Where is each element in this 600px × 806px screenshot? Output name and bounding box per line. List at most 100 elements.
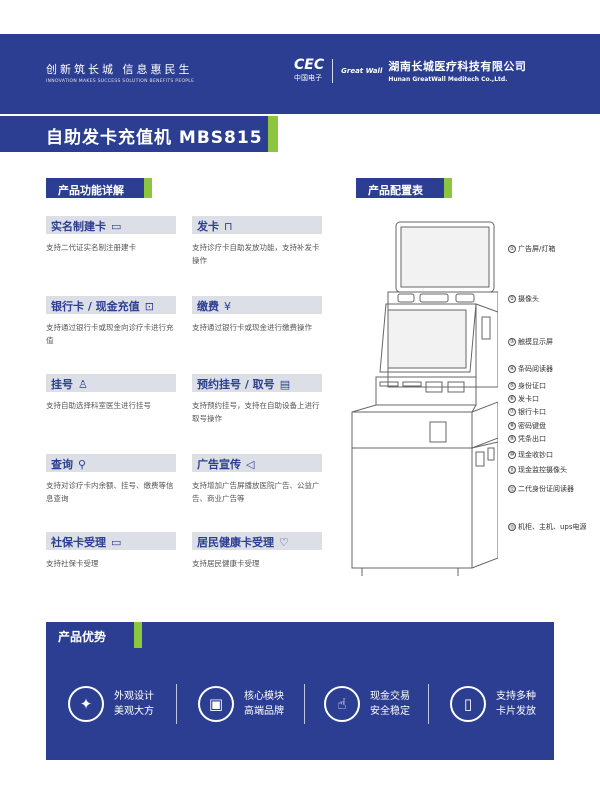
camera-panel [397,293,415,303]
callout-label: 二代身份证阅读器 [518,485,574,493]
receipt-slot [429,421,447,443]
card-dispense-icon: ⊓ [224,219,233,233]
hand-touch-icon: ☝ [324,686,360,722]
advantage-line2: 美观大方 [114,706,154,717]
card-ring-icon: ▯ [450,686,486,722]
card-slot [402,381,422,387]
shelf-side [471,401,498,449]
slogan: 创新筑长城 信息惠民生 INNOVATION MAKES SUCCESS SOL… [46,61,194,84]
heading-accent [134,622,142,648]
callout-label: 密码键盘 [518,422,546,430]
advantages-heading: 产品优势 [46,622,142,648]
touch-screen [387,309,467,369]
title-accent [268,116,278,152]
callout-number: ① [508,245,516,253]
advantage-line2: 卡片发放 [496,706,536,717]
heading-accent [144,178,152,198]
company-name: 湖南长城医疗科技有限公司 Hunan GreatWall Meditech Co… [388,58,526,83]
keypad [447,381,465,393]
document-icon: ▤ [279,377,291,391]
feature-desc: 支持诊疗卡自助发放功能，支持补发卡操作 [192,243,320,265]
touch-screen-frame [379,303,477,373]
callout-label: 现金收钞口 [518,451,553,459]
barcode-reader [481,316,491,340]
feature-title: 实名制建卡 [51,220,106,233]
features-heading-text: 产品功能详解 [58,184,124,197]
config-heading: 产品配置表 [356,178,452,198]
advantages-heading-text: 产品优势 [58,630,107,644]
payment-icon: ¥ [224,299,231,313]
kiosk-illustration [351,221,498,576]
product-title: 自助发卡充值机 MBS815 [46,128,263,148]
advantage-cards: ▯ 支持多种卡片发放 [450,686,536,722]
advantages-panel: 产品优势 ✦ 外观设计美观大方 ▣ 核心模块高端品牌 ☝ 现金交易安全稳定 ▯ … [46,622,554,760]
feature-desc: 支持通过银行卡或现金进行缴费操作 [192,323,312,332]
callout-number: ③ [508,338,516,346]
feature-title: 挂号 [51,378,73,391]
callout-label: 现金监控摄像头 [518,466,567,474]
feature-title: 居民健康卡受理 [197,536,274,549]
feature-desc: 支持居民健康卡受理 [192,559,260,568]
chip-icon: ▣ [198,686,234,722]
header-banner: 创新筑长城 信息惠民生 INNOVATION MAKES SUCCESS SOL… [0,34,600,114]
feature-payment: 缴费¥ 支持通过银行卡或现金进行缴费操作 [192,296,322,334]
shelf-top [351,404,477,413]
cec-logo: CEC 中国电子 [294,58,324,83]
cabinet [351,447,473,569]
callout-label: 银行卡口 [518,408,546,416]
callout-label: 机柜、主机、ups电源 [518,523,587,531]
feature-title: 发卡 [197,220,219,233]
person-icon: ♙ [78,377,88,391]
callout-label: 身份证口 [518,382,546,390]
company-name-cn: 湖南长城医疗科技有限公司 [388,60,527,73]
feature-desc: 支持通过银行卡或现金向诊疗卡进行充值 [46,323,174,345]
callout-number: ⑨ [508,435,516,443]
cash-slot [475,451,485,467]
feature-card-issue: 发卡 ⊓ 支持诊疗卡自助发放功能，支持补发卡操作 [192,216,322,267]
divider [176,684,177,724]
company-name-en: Hunan GreatWall Meditech Co.,Ltd. [388,76,508,83]
advantage-core-module: ▣ 核心模块高端品牌 [198,686,284,722]
callout-label: 广告屏/灯箱 [518,245,556,253]
id-card-icon: ▭ [111,219,122,233]
logo-divider [332,58,334,83]
brand-logos: CEC 中国电子 Great Wall 湖南长城医疗科技有限公司 Hunan G… [294,58,526,83]
advantage-line1: 现金交易 [370,691,410,702]
feature-appointment: 预约挂号 / 取号▤ 支持预约挂号，支持在自助设备上进行取号操作 [192,374,322,425]
heading-accent [444,178,452,198]
features-heading: 产品功能详解 [46,178,152,198]
bank-slot [425,381,443,393]
callout-label: 凭条出口 [518,435,546,443]
greatwall-logo: Great Wall [341,66,383,75]
feature-desc: 支持预约挂号，支持在自助设备上进行取号操作 [192,401,320,423]
callout-label: 触摸显示屏 [518,338,553,346]
product-title-bar: 自助发卡充值机 MBS815 [0,116,278,152]
side-panel [475,303,498,388]
slogan-en: INNOVATION MAKES SUCCESS SOLUTION BENEFI… [46,79,195,84]
feature-desc: 支持对诊疗卡内余额、挂号、缴费等信息查询 [46,481,174,503]
sparkle-icon: ✦ [68,686,104,722]
feature-recharge: 银行卡 / 现金充值⊡ 支持通过银行卡或现金向诊疗卡进行充值 [46,296,176,347]
shelf [351,411,473,449]
social-card-icon: ▭ [111,535,122,549]
advantage-line2: 安全稳定 [370,706,410,717]
feature-query: 查询⚲ 支持对诊疗卡内余额、挂号、缴费等信息查询 [46,454,176,505]
advantage-line1: 核心模块 [244,691,284,702]
advantage-line2: 高端品牌 [244,706,284,717]
divider [428,684,429,724]
advantage-design: ✦ 外观设计美观大方 [68,686,154,722]
id-slot [379,381,399,387]
callout-number: ④ [508,365,516,373]
search-icon: ⚲ [78,457,87,471]
config-heading-text: 产品配置表 [368,184,423,197]
callout-number: ⑬ [508,523,516,531]
